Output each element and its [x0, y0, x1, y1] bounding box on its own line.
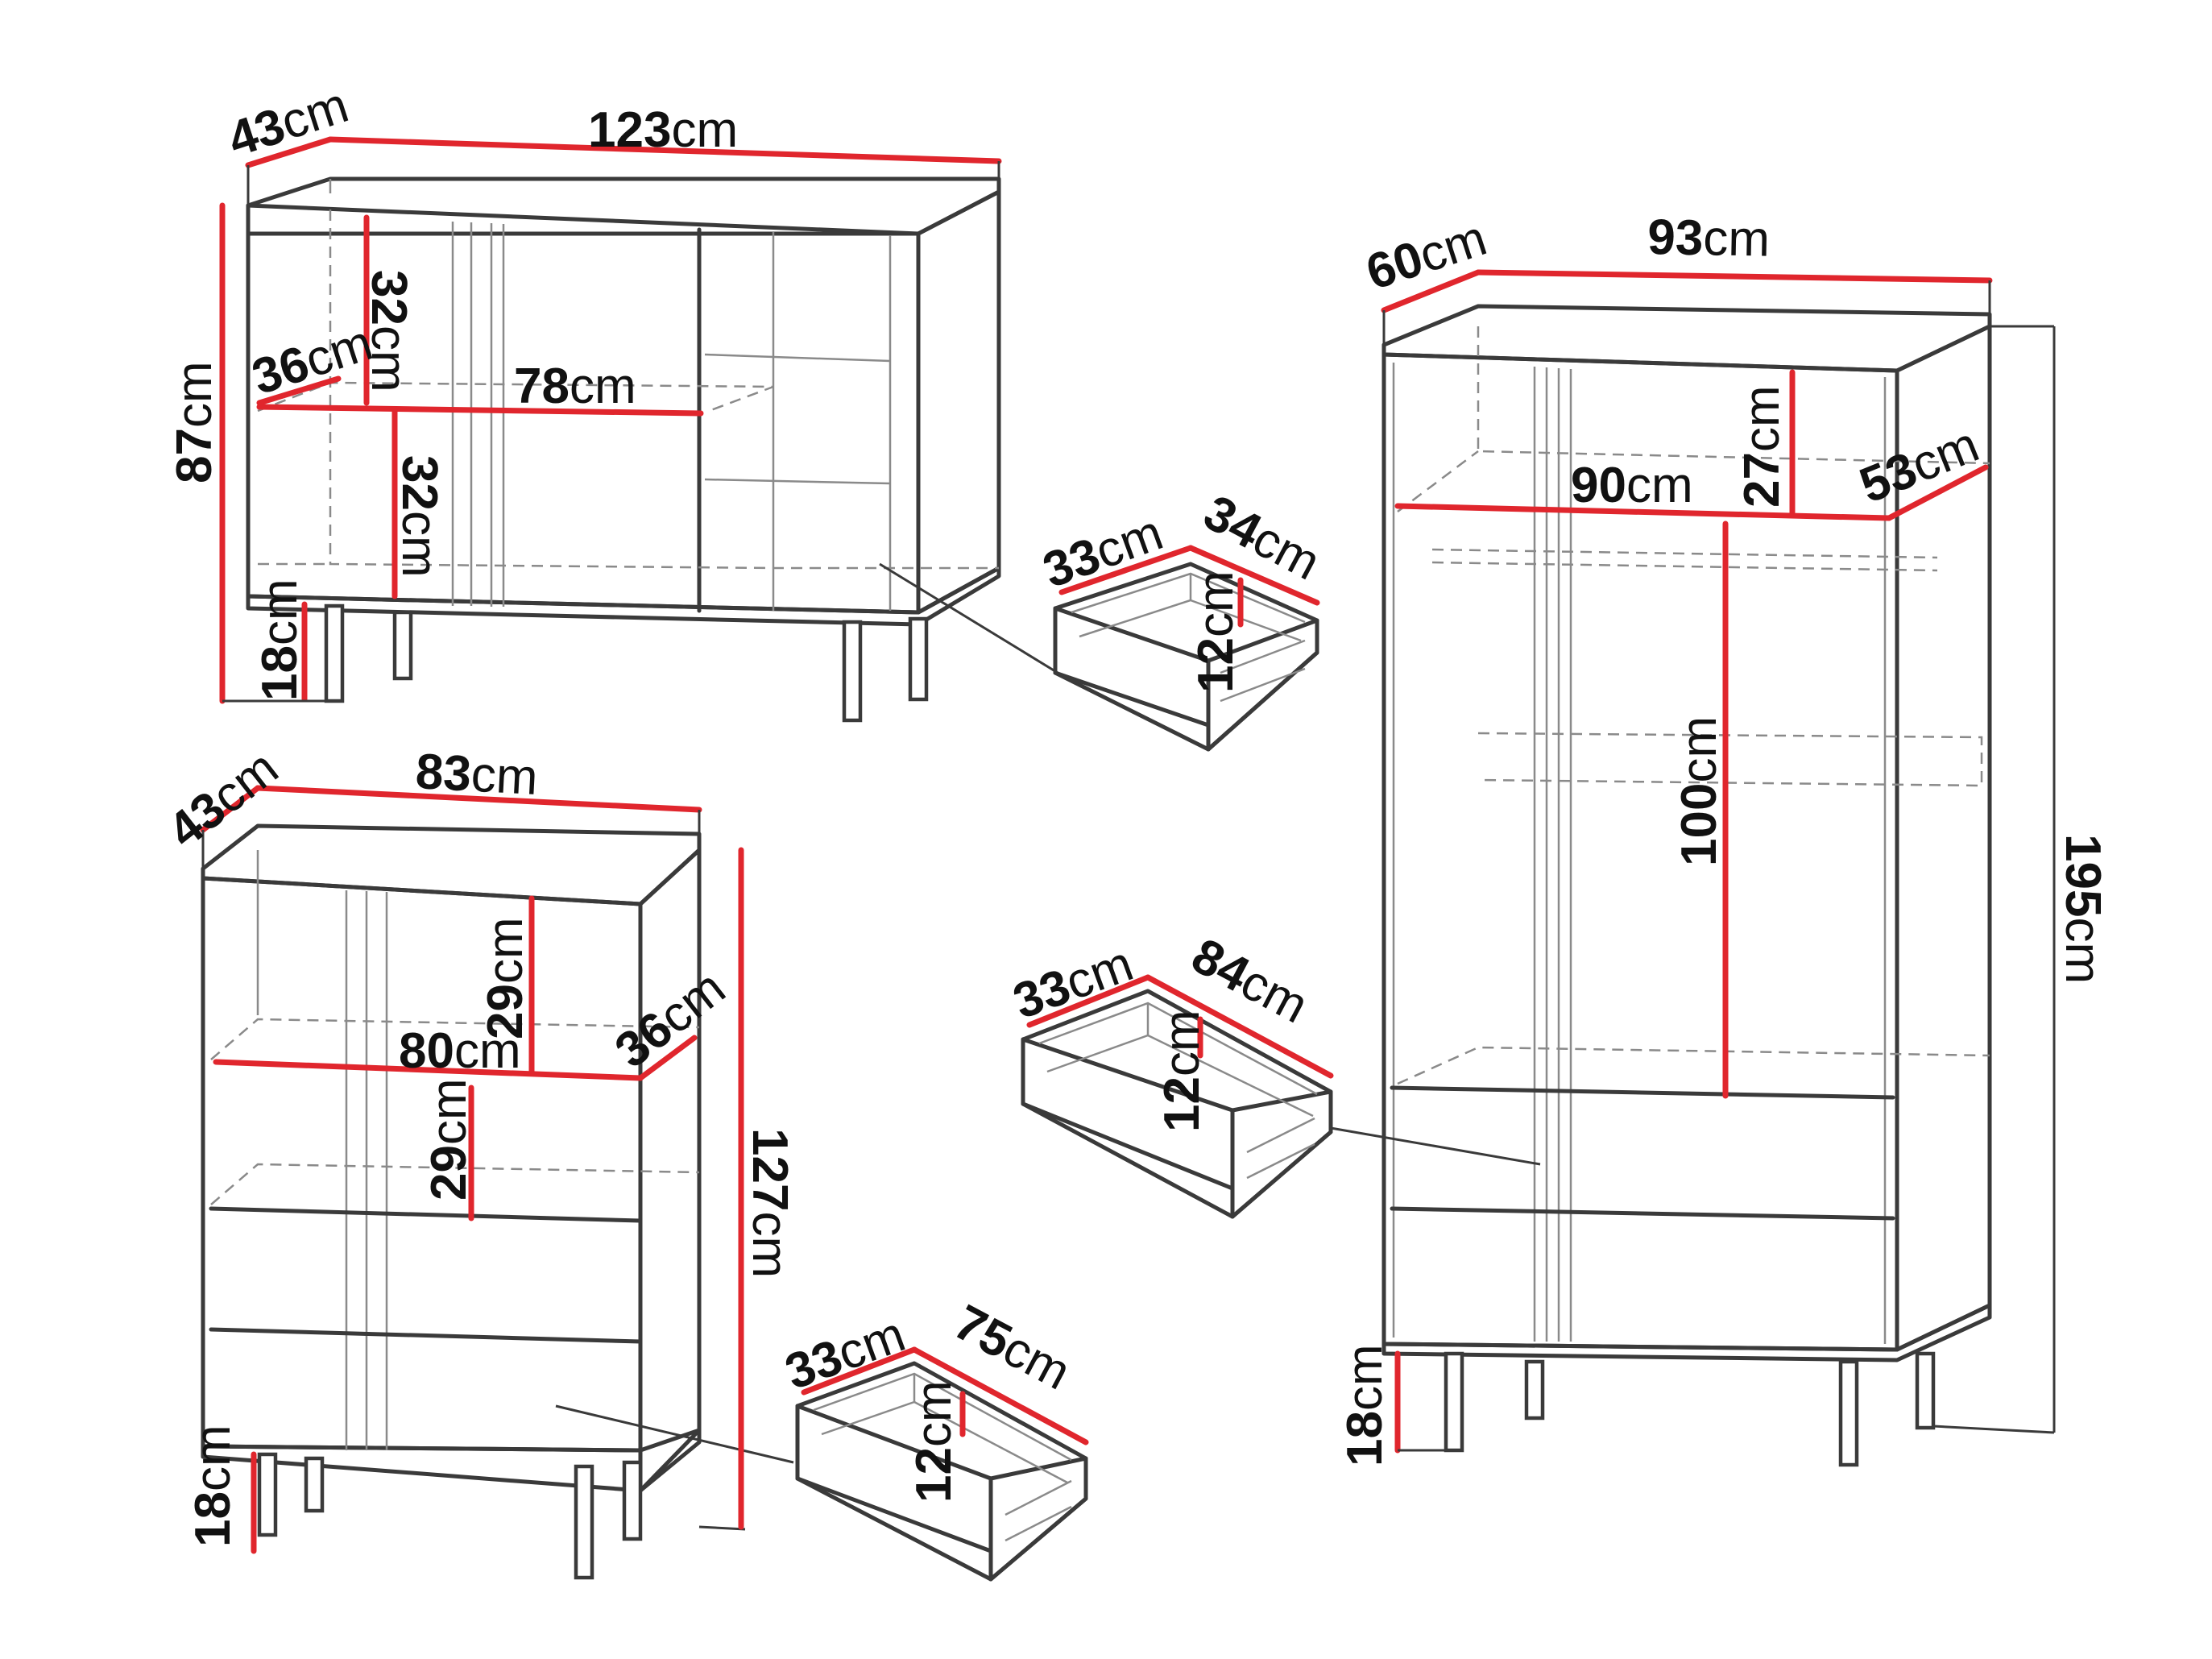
sideboard-shelf-depth-label: 36cm — [246, 315, 379, 405]
highboard-shelf-height-bottom-label: 29cm — [421, 1078, 477, 1201]
highboard-width-label: 83cm — [414, 744, 539, 806]
highboard-shelf-width-label: 80cm — [399, 1023, 521, 1079]
highboard-leg-height-label: 18cm — [185, 1425, 241, 1547]
highboard-drawer — [795, 1346, 1089, 1582]
wardrobe-height-label: 195cm — [2055, 834, 2111, 984]
highboard — [200, 785, 794, 1580]
dimension-labels: 43cm 123cm 87cm 32cm 36cm 78cm 32cm 18cm… — [158, 77, 2111, 1547]
wardrobe-drawer — [1021, 974, 1334, 1219]
sideboard-drawer — [1053, 545, 1320, 752]
wardrobe-drawer-height-label: 12cm — [1154, 1010, 1210, 1132]
sideboard-width-label: 123cm — [588, 102, 738, 158]
sideboard — [219, 136, 1063, 723]
sideboard-shelf-height-top-label: 32cm — [361, 270, 416, 392]
wardrobe-drawer-depth-label: 33cm — [1006, 935, 1140, 1030]
sideboard-height-label: 87cm — [167, 361, 222, 483]
wardrobe — [1330, 269, 2056, 1467]
highboard-drawer-width-label: 75cm — [945, 1294, 1079, 1400]
wardrobe-leg-height-label: 18cm — [1337, 1344, 1393, 1466]
wardrobe-width-label: 93cm — [1647, 209, 1771, 268]
highboard-shelf-depth-label: 36cm — [605, 960, 735, 1079]
sideboard-drawer-depth-label: 33cm — [1036, 504, 1170, 599]
wardrobe-depth-label: 60cm — [1360, 210, 1493, 301]
sideboard-drawer-height-label: 12cm — [1188, 570, 1244, 693]
highboard-depth-label: 43cm — [158, 740, 288, 859]
wardrobe-hanging-height-label: 100cm — [1671, 716, 1727, 866]
wardrobe-inner-width-label: 90cm — [1571, 458, 1693, 513]
sideboard-shelf-height-bottom-label: 32cm — [391, 455, 447, 578]
sideboard-shelf-width-label: 78cm — [514, 359, 636, 414]
highboard-height-label: 127cm — [742, 1128, 797, 1278]
highboard-drawer-depth-label: 33cm — [778, 1306, 912, 1400]
highboard-shelf-height-top-label: 29cm — [478, 917, 533, 1039]
highboard-drawer-height-label: 12cm — [906, 1380, 962, 1503]
sideboard-leg-height-label: 18cm — [252, 579, 308, 701]
wardrobe-top-compartment-label: 27cm — [1734, 385, 1790, 508]
